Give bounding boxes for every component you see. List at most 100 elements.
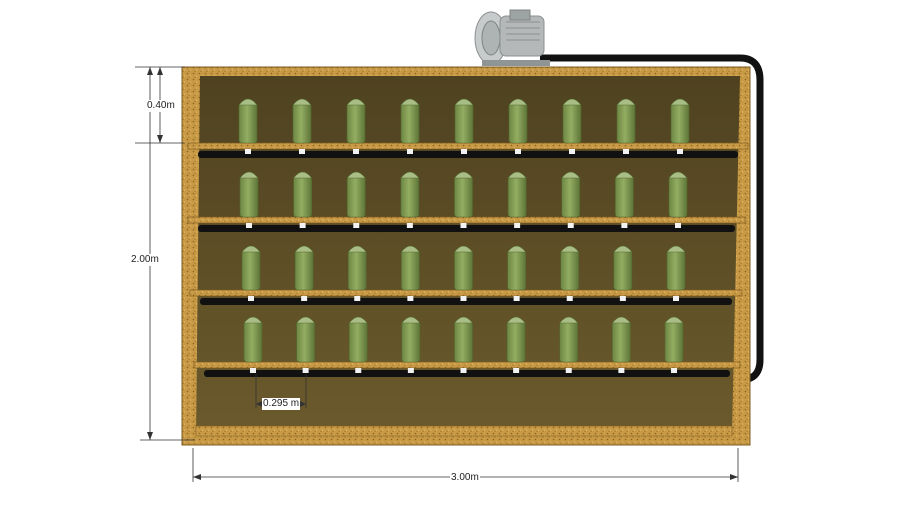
grow-bags (238, 98, 690, 363)
pipe-connector (621, 223, 628, 228)
pipe-connector (623, 149, 629, 154)
grow-bag (294, 249, 314, 291)
shelf-spacing-label: 0.40m (146, 100, 176, 112)
bag-top (614, 171, 634, 179)
bag-top (611, 316, 631, 324)
grow-bag (613, 249, 633, 291)
bag-top (401, 316, 421, 324)
grow-bag (292, 102, 312, 144)
bag-top (296, 316, 316, 324)
shelf-board (193, 361, 741, 369)
bag-top (613, 245, 633, 253)
pipe-connector (354, 296, 361, 301)
bag-top (561, 171, 581, 179)
pipe-connector (618, 368, 625, 373)
bag-top (506, 316, 526, 324)
bag-top (293, 171, 313, 179)
bag-top (668, 171, 688, 179)
air-pipes (198, 149, 738, 377)
grow-bag (454, 102, 474, 144)
pipe-connector (355, 368, 362, 373)
grow-bag (348, 320, 368, 363)
grow-bag (454, 320, 473, 363)
pipe-connector (353, 223, 360, 228)
shelf-board (187, 216, 746, 224)
bag-top (507, 171, 527, 179)
pipe-connector (407, 296, 414, 301)
bag-spacing-label: 0.295 m (262, 398, 301, 410)
grow-bag (664, 320, 684, 363)
bag-top (347, 245, 367, 253)
grow-bag (562, 102, 582, 144)
pipe-connector (619, 296, 626, 301)
grow-bag (507, 249, 526, 291)
grow-bag (666, 249, 686, 291)
pipe-connector (460, 368, 467, 373)
pipe-connector (567, 223, 574, 228)
pipe-connector (299, 149, 305, 154)
pipe-connector (671, 368, 677, 373)
bag-top (400, 245, 420, 253)
air-pipe (198, 225, 735, 232)
return-pipe (540, 54, 764, 384)
grow-bag (346, 102, 366, 144)
bag-top (562, 98, 582, 106)
grow-bag (243, 320, 263, 363)
pipe-connector (460, 223, 467, 228)
grow-bag (454, 175, 473, 218)
pipe-connector (250, 368, 256, 373)
bag-top (666, 245, 686, 253)
pipe-connector (246, 223, 252, 228)
pipe-connector (515, 149, 521, 154)
bag-top (664, 316, 684, 324)
grow-bag (401, 320, 421, 363)
grow-bag (241, 249, 261, 291)
grow-bag (454, 249, 473, 291)
bag-top (560, 245, 580, 253)
bag-top (507, 245, 527, 253)
grow-bag (670, 102, 690, 144)
grow-bag (400, 102, 420, 144)
pipe-connector (407, 368, 414, 373)
grow-bag (238, 102, 258, 144)
pipe-connector (302, 368, 309, 373)
grow-bag (400, 175, 420, 218)
grow-bag (346, 175, 366, 218)
pipe-connector (566, 296, 573, 301)
grow-bag (560, 249, 580, 291)
bag-top (243, 316, 263, 324)
pipe-connector (569, 149, 575, 154)
pipe-connector (299, 223, 306, 228)
bag-top (346, 98, 366, 106)
shelf-board (189, 289, 743, 297)
grow-bag (615, 175, 634, 218)
bag-top (453, 171, 474, 179)
pipe-connector (675, 223, 681, 228)
pipe-connector (461, 149, 467, 154)
pipe-connector (248, 296, 254, 301)
pipe-connector (245, 149, 251, 154)
bag-top (616, 98, 636, 106)
grow-bag (561, 175, 581, 218)
bag-top (559, 316, 579, 324)
pipe-connector (513, 296, 520, 301)
pipe-connector (460, 296, 467, 301)
grow-bag (668, 175, 688, 218)
bag-top (508, 98, 528, 106)
pipe-connector (565, 368, 572, 373)
bag-top (238, 98, 258, 106)
grow-bag (347, 249, 367, 291)
grow-bag (559, 320, 579, 363)
bag-top (294, 245, 314, 253)
grow-bag (612, 320, 631, 363)
bag-top (348, 316, 368, 324)
air-pipe (198, 151, 738, 158)
grow-bag (293, 175, 312, 218)
dimension-arrows (147, 67, 738, 480)
air-pipe (200, 298, 732, 305)
bag-top (454, 98, 474, 106)
bag-top (453, 245, 474, 253)
bottom-board (195, 425, 733, 437)
